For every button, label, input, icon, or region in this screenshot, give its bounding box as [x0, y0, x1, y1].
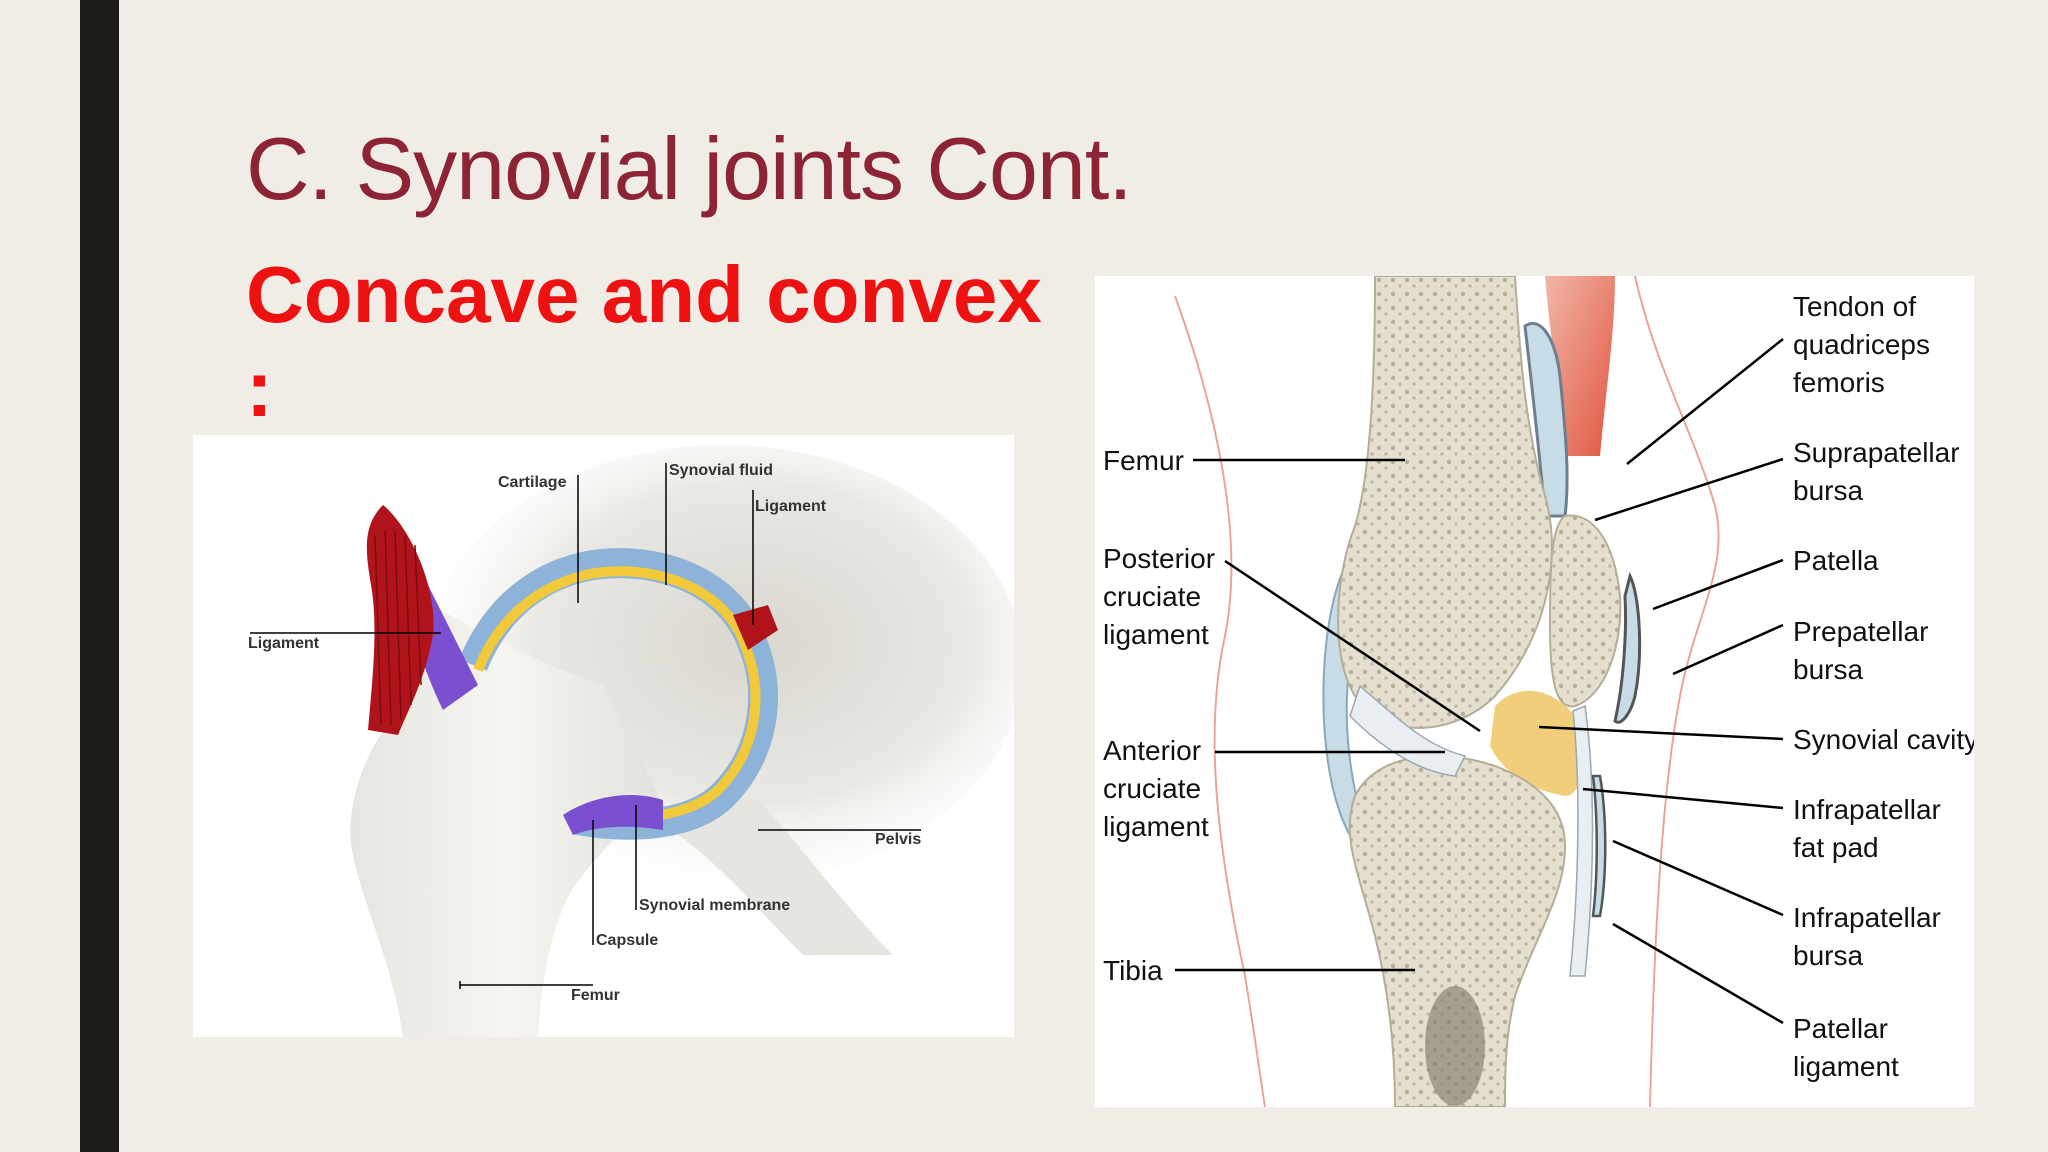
patella-bone	[1548, 514, 1622, 708]
knee-label-supra-1: Suprapatellar	[1793, 437, 1960, 468]
knee-leader-lines	[1175, 338, 1784, 1025]
subtitle-line-1: Concave and convex	[246, 250, 1042, 339]
knee-label-tibia: Tibia	[1103, 955, 1163, 986]
knee-label-infrabursa-2: bursa	[1793, 940, 1863, 971]
knee-label-synovial-cavity: Synovial cavity	[1793, 724, 1974, 755]
hip-label-ligament-right: Ligament	[755, 498, 827, 515]
hip-label-femur: Femur	[571, 987, 620, 1004]
knee-label-tendon-1: Tendon of	[1793, 291, 1916, 322]
synovial-fluid-layer	[473, 566, 761, 823]
hip-label-ligament-left: Ligament	[248, 635, 320, 652]
cruciate-ligaments	[1349, 684, 1467, 777]
knee-label-posterior-2: cruciate	[1103, 581, 1201, 612]
ligament-striations	[374, 529, 422, 726]
hip-joint-illustration: Cartilage Synovial fluid Ligament Ligame…	[248, 445, 1014, 1037]
cartilage-bottom	[563, 795, 663, 835]
hip-label-capsule: Capsule	[596, 932, 658, 949]
knee-femur-bone	[1337, 276, 1553, 729]
ligament-right-patch	[733, 605, 778, 650]
knee-label-prepatellar-2: bursa	[1793, 654, 1863, 685]
hip-leader-lines	[250, 463, 921, 989]
knee-label-supra-2: bursa	[1793, 475, 1863, 506]
knee-label-tendon-3: femoris	[1793, 367, 1885, 398]
hip-label-synovial-fluid: Synovial fluid	[669, 462, 773, 479]
slide-title: C. Synovial joints Cont.	[246, 119, 1133, 218]
knee-label-infrabursa-1: Infrapatellar	[1793, 902, 1941, 933]
ligament-left-band	[366, 505, 434, 735]
knee-label-anterior-3: ligament	[1103, 811, 1209, 842]
infrapatellar-bursa-shape	[1591, 774, 1607, 918]
pelvis-lower	[663, 795, 893, 955]
knee-label-femur: Femur	[1103, 445, 1184, 476]
knee-left-labels: Femur Posterior cruciate ligament Anteri…	[1103, 445, 1215, 986]
hip-label-synovial-membrane: Synovial membrane	[639, 897, 790, 914]
femur-bone	[350, 605, 663, 1037]
knee-label-tendon-2: quadriceps	[1793, 329, 1930, 360]
left-accent-bar	[80, 0, 119, 1152]
infrapatellar-fat-pad	[1490, 690, 1584, 796]
knee-label-prepatellar-1: Prepatellar	[1793, 616, 1928, 647]
tibia-marrow	[1425, 986, 1485, 1106]
hip-label-cartilage: Cartilage	[498, 474, 567, 491]
prepatellar-bursa	[1613, 571, 1642, 724]
knee-tibia-bone	[1348, 755, 1567, 1107]
skin-outline-front	[1634, 276, 1720, 1107]
knee-label-posterior-1: Posterior	[1103, 543, 1215, 574]
hip-joint-diagram: Cartilage Synovial fluid Ligament Ligame…	[193, 435, 1014, 1037]
knee-label-anterior-2: cruciate	[1103, 773, 1201, 804]
knee-label-anterior-1: Anterior	[1103, 735, 1201, 766]
knee-label-patlig-2: ligament	[1793, 1051, 1899, 1082]
slide-subtitle: Concave and convex :	[246, 248, 1042, 436]
subtitle-line-2: :	[246, 344, 273, 433]
hip-label-pelvis: Pelvis	[875, 831, 921, 848]
skin-outline-back	[1174, 295, 1266, 1107]
knee-label-fatpad-2: fat pad	[1793, 832, 1879, 863]
suprapatellar-bursa	[1523, 322, 1569, 518]
patellar-ligament-band	[1569, 704, 1594, 977]
knee-label-fatpad-1: Infrapatellar	[1793, 794, 1941, 825]
knee-label-patella: Patella	[1793, 545, 1879, 576]
knee-joint-diagram: Femur Posterior cruciate ligament Anteri…	[1095, 276, 1974, 1107]
knee-right-labels: Tendon of quadriceps femoris Suprapatell…	[1793, 291, 1974, 1082]
knee-label-posterior-3: ligament	[1103, 619, 1209, 650]
knee-label-patlig-1: Patellar	[1793, 1013, 1888, 1044]
knee-joint-illustration: Femur Posterior cruciate ligament Anteri…	[1103, 276, 1974, 1107]
